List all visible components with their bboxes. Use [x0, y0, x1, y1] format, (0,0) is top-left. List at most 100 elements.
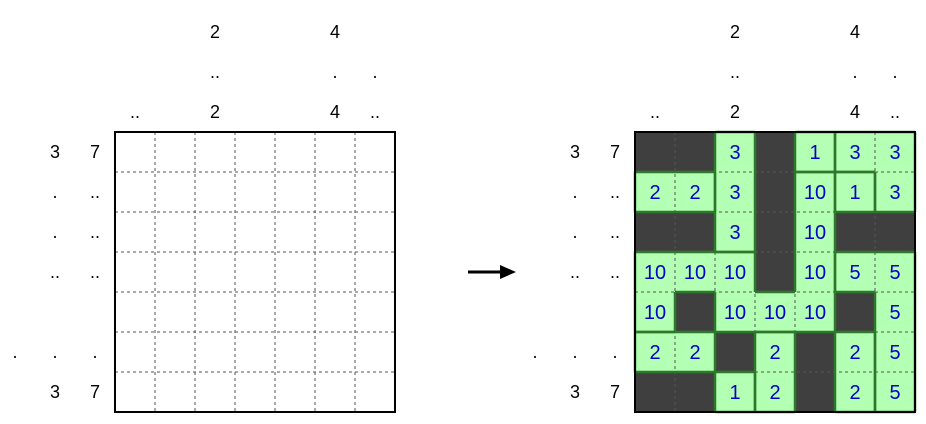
number-cell	[795, 252, 835, 292]
number-cell	[755, 292, 795, 332]
top-clue: .	[372, 62, 377, 82]
cell-number: 3	[729, 142, 740, 164]
arrow-icon	[468, 265, 516, 279]
number-cell	[835, 252, 875, 292]
number-cell	[795, 292, 835, 332]
left-clue: ..	[610, 182, 620, 202]
left-clue: 3	[570, 382, 580, 402]
shaded-cell	[715, 332, 755, 372]
shaded-cell	[755, 132, 795, 172]
number-cell	[875, 172, 915, 212]
left-clue: .	[572, 182, 577, 202]
number-cell	[875, 252, 915, 292]
shaded-cell	[675, 292, 715, 332]
number-cell	[675, 252, 715, 292]
number-cell	[635, 172, 675, 212]
top-clue: 2	[210, 22, 220, 42]
cell-number: 10	[684, 262, 706, 284]
number-cell	[835, 372, 875, 412]
left-clue: .	[52, 342, 57, 362]
cell-number: 10	[804, 262, 826, 284]
top-clue: 2	[210, 102, 220, 122]
cell-number: 5	[889, 342, 900, 364]
cell-number: 10	[724, 262, 746, 284]
cell-number: 2	[649, 182, 660, 204]
left-clue: 7	[610, 382, 620, 402]
left-clue: 7	[610, 142, 620, 162]
cell-number: 3	[889, 182, 900, 204]
top-clue: 4	[850, 22, 860, 42]
number-cell	[795, 132, 835, 172]
cell-number: 10	[644, 262, 666, 284]
cell-number: 5	[889, 262, 900, 284]
number-cell	[635, 252, 675, 292]
top-clue: 4	[850, 102, 860, 122]
top-clue: 4	[330, 102, 340, 122]
number-cell	[795, 172, 835, 212]
top-clue: .	[892, 62, 897, 82]
left-clue: .	[532, 342, 537, 362]
left-clue: ..	[90, 222, 100, 242]
cell-number: 3	[729, 222, 740, 244]
cell-number: 10	[644, 302, 666, 324]
cell-number: 2	[769, 382, 780, 404]
cell-number: 5	[849, 262, 860, 284]
number-cell	[875, 132, 915, 172]
number-cell	[835, 172, 875, 212]
left-clue: .	[92, 342, 97, 362]
shaded-cell	[635, 132, 675, 172]
left-clue: 7	[90, 142, 100, 162]
shaded-cell	[635, 212, 675, 252]
left-clue: ..	[90, 262, 100, 282]
shaded-cell	[675, 132, 715, 172]
cell-number: 2	[769, 342, 780, 364]
left-clue: ..	[610, 262, 620, 282]
cell-number: 10	[804, 182, 826, 204]
cell-number: 1	[849, 182, 860, 204]
number-cell	[835, 132, 875, 172]
top-clue: 4	[330, 22, 340, 42]
shaded-cell	[675, 212, 715, 252]
top-clue: 2	[730, 22, 740, 42]
shaded-cell	[835, 292, 875, 332]
top-clue: .	[332, 62, 337, 82]
cell-number: 3	[889, 142, 900, 164]
number-cell	[675, 332, 715, 372]
number-cell	[715, 252, 755, 292]
shaded-cell	[755, 252, 795, 292]
cell-number: 10	[804, 302, 826, 324]
empty-grid	[115, 132, 395, 412]
arrow-head	[500, 265, 516, 279]
top-clue: 2	[730, 102, 740, 122]
grid-border	[114, 131, 396, 413]
left-clue: .	[572, 222, 577, 242]
cell-number: 2	[649, 342, 660, 364]
number-cell	[795, 212, 835, 252]
cell-number: 10	[764, 302, 786, 324]
left-clue: .	[12, 342, 17, 362]
cell-number: 1	[729, 382, 740, 404]
shaded-cell	[795, 372, 835, 412]
shaded-cell	[675, 372, 715, 412]
left-clue: .	[612, 342, 617, 362]
left-clue: ..	[570, 262, 580, 282]
top-clue: .	[852, 62, 857, 82]
number-cell	[715, 292, 755, 332]
shaded-cell	[755, 212, 795, 252]
cell-number: 2	[849, 382, 860, 404]
top-clue: ..	[130, 102, 140, 122]
number-cell	[875, 332, 915, 372]
left-clue: 7	[90, 382, 100, 402]
cell-number: 2	[689, 182, 700, 204]
number-cell	[875, 292, 915, 332]
left-clue: ..	[90, 182, 100, 202]
left-clue: .	[572, 342, 577, 362]
number-cell	[715, 132, 755, 172]
cell-number: 3	[729, 182, 740, 204]
shaded-cell	[835, 212, 875, 252]
number-cell	[675, 172, 715, 212]
left-clue: 3	[570, 142, 580, 162]
